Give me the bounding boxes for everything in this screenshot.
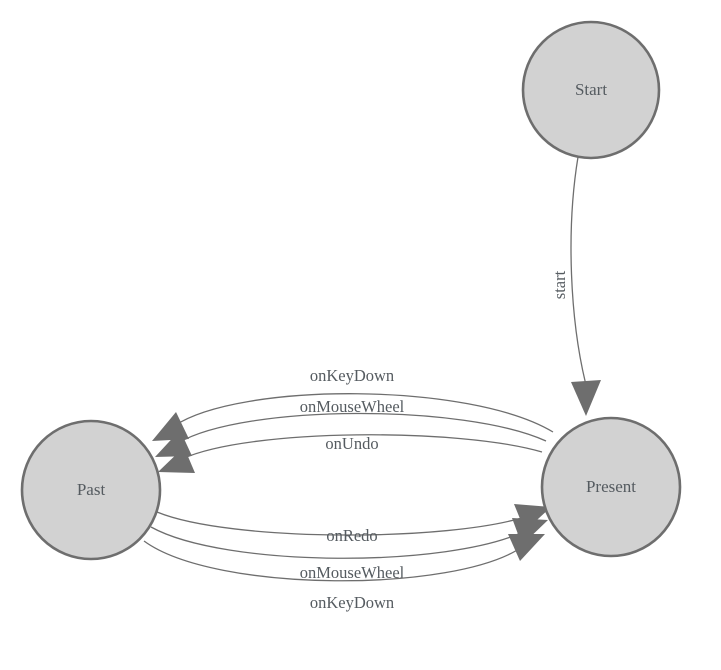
edge-past-to-present-onmousewheel[interactable]: onMouseWheel bbox=[150, 518, 548, 582]
node-past-circle bbox=[20, 419, 162, 561]
edge-start-to-present[interactable]: start bbox=[550, 156, 601, 416]
arrowhead-start-to-present bbox=[571, 380, 601, 416]
arrowhead-present-to-past-3 bbox=[158, 447, 195, 473]
node-present-label: Present bbox=[586, 477, 636, 496]
node-past[interactable]: Past bbox=[20, 419, 162, 561]
edge-label-past-to-present-3: onKeyDown bbox=[310, 593, 394, 612]
node-present-circle bbox=[540, 416, 682, 558]
edge-path-past-to-present-2 bbox=[150, 526, 526, 559]
node-past-label: Past bbox=[77, 480, 106, 499]
edge-path-past-to-present-3 bbox=[143, 540, 523, 582]
edge-label-present-to-past-3: onUndo bbox=[325, 434, 378, 453]
edge-label-present-to-past-1: onKeyDown bbox=[310, 366, 394, 385]
edge-label-past-to-present-2: onMouseWheel bbox=[300, 563, 405, 582]
arrowhead-past-to-present-3 bbox=[508, 534, 545, 561]
edge-label-start-to-present: start bbox=[550, 270, 569, 299]
edge-present-to-past-onundo[interactable]: onUndo bbox=[158, 434, 543, 473]
edge-path-present-to-past-3 bbox=[181, 434, 543, 460]
edge-label-present-to-past-2: onMouseWheel bbox=[300, 397, 405, 416]
node-start-circle bbox=[521, 20, 661, 160]
edge-path-present-to-past-1 bbox=[173, 393, 554, 433]
node-start[interactable]: Start bbox=[521, 20, 661, 160]
node-start-label: Start bbox=[575, 80, 607, 99]
node-present[interactable]: Present bbox=[540, 416, 682, 558]
edge-label-past-to-present-1: onRedo bbox=[326, 526, 377, 545]
edge-path-present-to-past-2 bbox=[177, 412, 547, 444]
edge-past-to-present-onkeydown[interactable]: onKeyDown bbox=[143, 534, 545, 612]
edge-path-past-to-present-1 bbox=[156, 511, 529, 536]
arrowhead-present-to-past-1 bbox=[152, 412, 189, 441]
edge-past-to-present-onredo[interactable]: onRedo bbox=[156, 504, 551, 545]
edge-path-start-to-present bbox=[570, 156, 587, 386]
